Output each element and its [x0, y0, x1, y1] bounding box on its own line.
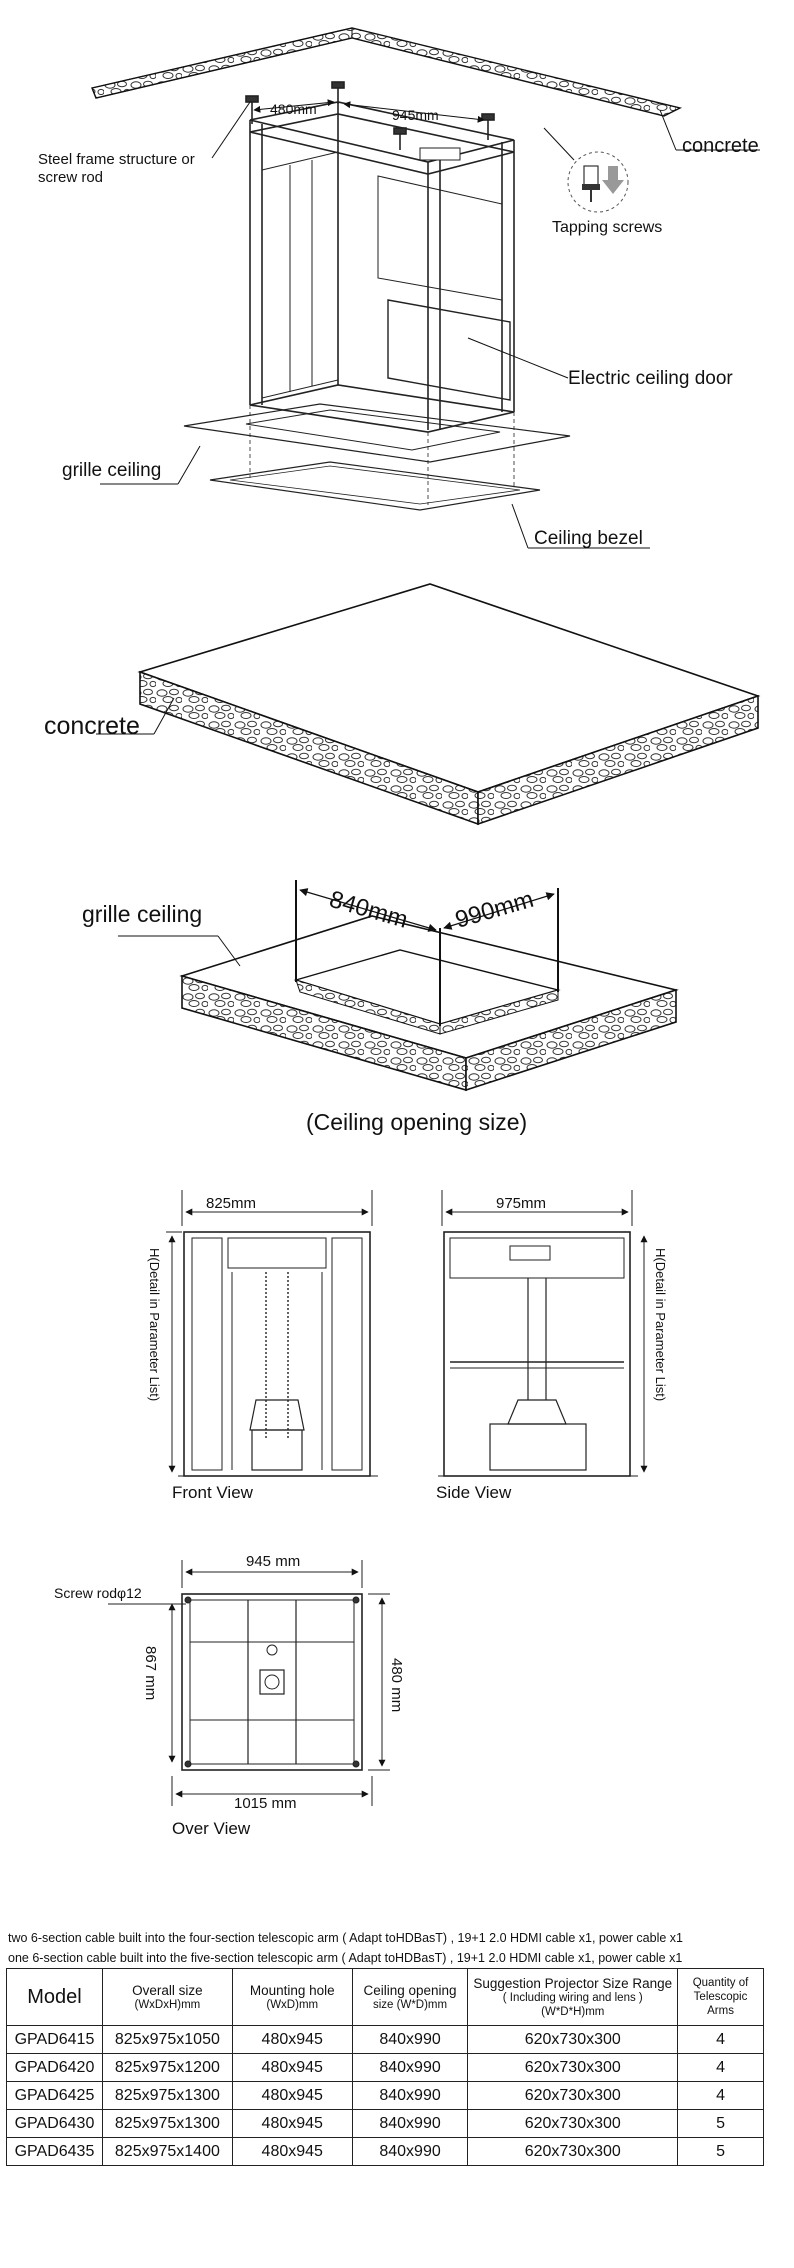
cable-note-2: one 6-section cable built into the five-…	[8, 1951, 683, 1965]
cell-mounting-hole: 480x945	[231, 2081, 353, 2110]
cell-arms: 5	[677, 2109, 764, 2138]
tapping-screw-detail	[543, 127, 629, 213]
leader-ceiling-bezel	[511, 503, 529, 549]
concrete-band-top	[91, 27, 683, 117]
cell-projector-size: 620x730x300	[467, 2025, 679, 2054]
cell-overall-size: 825x975x1300	[101, 2109, 233, 2138]
label-concrete-top: concrete	[682, 135, 759, 157]
caption-ceiling-opening: (Ceiling opening size)	[306, 1109, 527, 1135]
side-view-height: H(Detail in Parameter List)	[653, 1248, 668, 1401]
dim-990-line	[443, 892, 555, 930]
over-view-right-dim: 480 mm	[388, 1658, 405, 1712]
cell-overall-size: 825x975x1050	[101, 2025, 233, 2054]
leader-concrete-top	[659, 109, 677, 151]
cell-mounting-hole: 480x945	[231, 2109, 353, 2138]
dim-480-text: 480mm	[270, 101, 317, 117]
side-view-width: 975mm	[496, 1195, 546, 1212]
over-view-left-dim: 867 mm	[142, 1646, 159, 1700]
cell-ceiling-opening: 840x990	[351, 2109, 469, 2138]
over-view-screw-rod: Screw rodφ12	[54, 1585, 142, 1601]
table-row: GPAD6415 825x975x1050 480x945 840x990 62…	[6, 2025, 764, 2054]
header-model: Model	[6, 1968, 103, 2026]
table-row: GPAD6420 825x975x1200 480x945 840x990 62…	[6, 2053, 764, 2082]
header-mounting-hole: Mounting hole(WxD)mm	[231, 1968, 353, 2026]
cell-model: GPAD6430	[6, 2109, 103, 2138]
cell-overall-size: 825x975x1300	[101, 2081, 233, 2110]
header-overall-size: Overall size(WxDxH)mm	[101, 1968, 233, 2026]
cable-note-1: two 6-section cable built into the four-…	[8, 1931, 683, 1945]
cell-arms: 5	[677, 2137, 764, 2166]
concrete-slab	[96, 583, 761, 826]
cell-ceiling-opening: 840x990	[351, 2081, 469, 2110]
dim-945-line	[343, 101, 485, 123]
side-view-drawing	[438, 1190, 648, 1477]
cable-notes: two 6-section cable built into the four-…	[8, 1928, 788, 1968]
cell-projector-size: 620x730x300	[467, 2081, 679, 2110]
cell-overall-size: 825x975x1200	[101, 2053, 233, 2082]
leader-grille-ceiling	[177, 445, 201, 485]
over-view-bottom-dim: 1015 mm	[234, 1795, 297, 1812]
dim-990-text: 990mm	[452, 886, 536, 934]
parameter-table: Model Overall size(WxDxH)mm Mounting hol…	[6, 1968, 764, 2166]
label-steel-frame: Steel frame structure or	[38, 151, 195, 168]
over-view-caption: Over View	[172, 1819, 251, 1838]
table-row: GPAD6435 825x975x1400 480x945 840x990 62…	[6, 2137, 764, 2166]
cell-model: GPAD6415	[6, 2025, 103, 2054]
cell-ceiling-opening: 840x990	[351, 2137, 469, 2166]
label-electric-door: Electric ceiling door	[568, 368, 733, 389]
front-view-drawing	[166, 1190, 378, 1477]
leader-electric-door	[467, 337, 569, 379]
cell-model: GPAD6425	[6, 2081, 103, 2110]
dim-945-text: 945mm	[392, 107, 439, 123]
over-view-top-dim: 945 mm	[246, 1553, 300, 1570]
cell-arms: 4	[677, 2081, 764, 2110]
label-grille-ceiling-opening: grille ceiling	[82, 901, 202, 927]
exploded-view: 480mm 945mm Steel frame structure or scr…	[38, 27, 760, 549]
front-view-height: H(Detail in Parameter List)	[147, 1248, 162, 1401]
front-view-caption: Front View	[172, 1483, 254, 1502]
cell-overall-size: 825x975x1400	[101, 2137, 233, 2166]
cell-projector-size: 620x730x300	[467, 2053, 679, 2082]
front-view-width: 825mm	[206, 1195, 256, 1212]
table-header-row: Model Overall size(WxDxH)mm Mounting hol…	[6, 1968, 764, 2026]
table-row: GPAD6430 825x975x1300 480x945 840x990 62…	[6, 2109, 764, 2138]
cell-mounting-hole: 480x945	[231, 2025, 353, 2054]
table-row: GPAD6425 825x975x1300 480x945 840x990 62…	[6, 2081, 764, 2110]
leader-steel-frame	[211, 101, 251, 159]
label-ceiling-bezel: Ceiling bezel	[534, 528, 643, 549]
side-view-caption: Side View	[436, 1483, 512, 1502]
cell-arms: 4	[677, 2053, 764, 2082]
dim-480-line	[253, 99, 335, 113]
lift-frame	[183, 81, 571, 511]
label-grille-ceiling: grille ceiling	[62, 460, 161, 481]
cell-projector-size: 620x730x300	[467, 2109, 679, 2138]
dim-840-line	[299, 888, 437, 932]
label-concrete-slab: concrete	[44, 712, 140, 740]
cell-arms: 4	[677, 2025, 764, 2054]
cell-model: GPAD6420	[6, 2053, 103, 2082]
cell-mounting-hole: 480x945	[231, 2137, 353, 2166]
cell-projector-size: 620x730x300	[467, 2137, 679, 2166]
cell-ceiling-opening: 840x990	[351, 2053, 469, 2082]
label-screw-rod: screw rod	[38, 169, 103, 186]
cell-mounting-hole: 480x945	[231, 2053, 353, 2082]
label-tapping-screws: Tapping screws	[552, 219, 662, 236]
cell-model: GPAD6435	[6, 2137, 103, 2166]
ceiling-opening-drawing	[118, 880, 679, 1092]
header-projector-size: Suggestion Projector Size Range( Includi…	[467, 1968, 679, 2026]
over-view-drawing	[108, 1560, 390, 1806]
cell-ceiling-opening: 840x990	[351, 2025, 469, 2054]
